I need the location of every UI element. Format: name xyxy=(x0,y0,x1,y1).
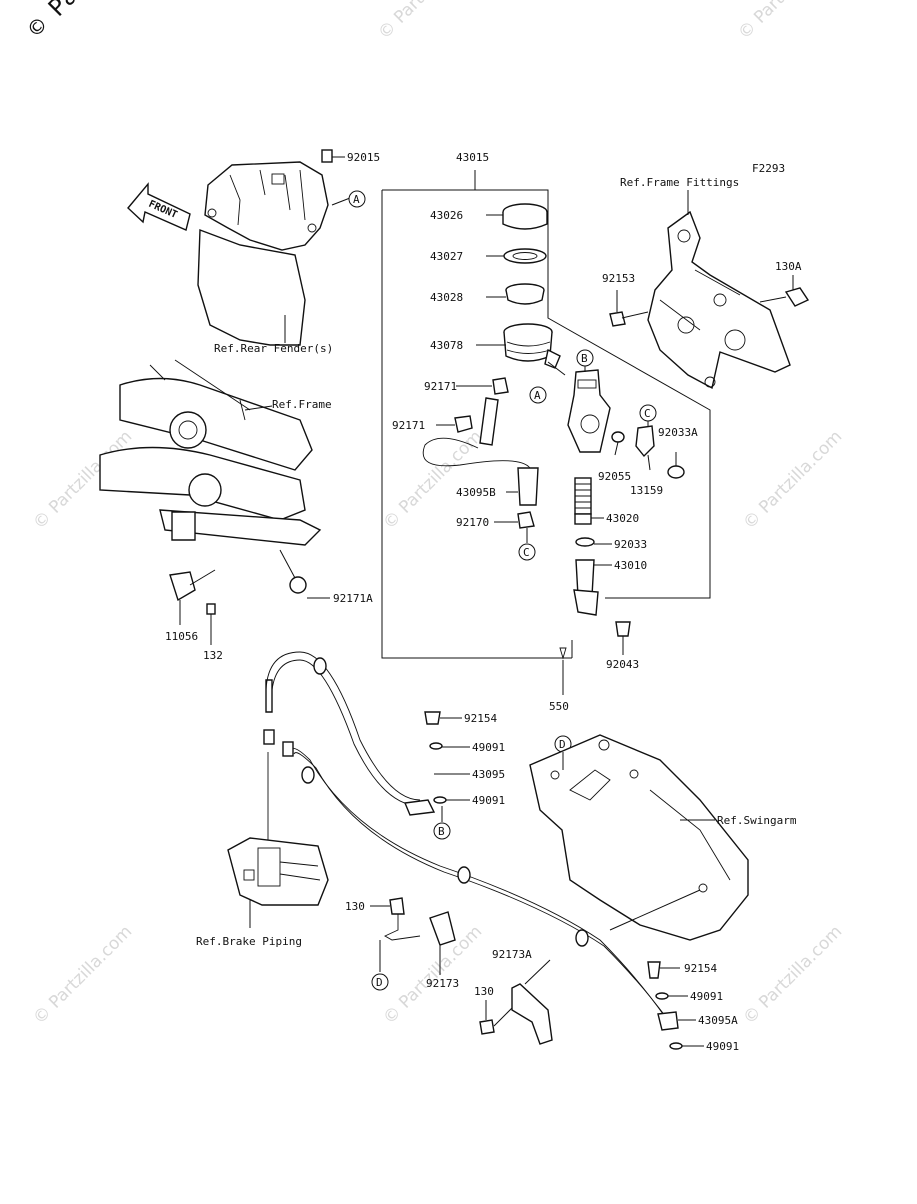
part-label-92153[interactable]: 92153 xyxy=(602,272,635,285)
callout-b[interactable]: B xyxy=(581,352,588,365)
part-label-43078[interactable]: 43078 xyxy=(430,339,463,352)
corner-watermark: © Pa xyxy=(22,0,83,42)
assembly-box xyxy=(381,170,711,659)
rear-fender-drawing xyxy=(197,149,351,346)
part-label-130-bottom[interactable]: 130 xyxy=(474,985,494,998)
ref-frame[interactable]: Ref.Frame xyxy=(272,398,332,411)
part-label-49091-4[interactable]: 49091 xyxy=(706,1040,739,1053)
watermark: © Partzilla.com xyxy=(379,922,486,1029)
callout-d[interactable]: D xyxy=(376,976,383,989)
front-arrow-icon: FRONT xyxy=(127,182,191,231)
swingarm-drawing xyxy=(529,734,749,941)
part-label-43028[interactable]: 43028 xyxy=(430,291,463,304)
part-label-43020[interactable]: 43020 xyxy=(606,512,639,525)
part-label-92055[interactable]: 92055 xyxy=(598,470,631,483)
reservoir-hose xyxy=(422,377,539,543)
part-label-132[interactable]: 132 xyxy=(203,649,223,662)
part-label-92171-mid[interactable]: 92171 xyxy=(392,419,425,432)
part-label-49091-2[interactable]: 49091 xyxy=(472,794,505,807)
part-label-49091-3[interactable]: 49091 xyxy=(690,990,723,1003)
brake-piping-drawing xyxy=(227,651,675,1029)
part-label-43010[interactable]: 43010 xyxy=(614,559,647,572)
part-label-130-left[interactable]: 130 xyxy=(345,900,365,913)
callout-c[interactable]: C xyxy=(523,546,530,559)
frame-fittings-drawing xyxy=(609,190,810,390)
ref-swingarm[interactable]: Ref.Swingarm xyxy=(717,814,797,827)
watermark: © Partzilla.com xyxy=(739,922,846,1029)
part-label-92173A[interactable]: 92173A xyxy=(492,948,532,961)
ref-brake-piping[interactable]: Ref.Brake Piping xyxy=(196,935,302,948)
watermark: © Partzilla.com xyxy=(374,0,481,44)
callout-c[interactable]: C xyxy=(644,407,651,420)
part-label-92033[interactable]: 92033 xyxy=(614,538,647,551)
watermark: © Partzilla.com xyxy=(29,922,136,1029)
part-label-92043[interactable]: 92043 xyxy=(606,658,639,671)
part-label-92033A[interactable]: 92033A xyxy=(658,426,698,439)
part-label-92170[interactable]: 92170 xyxy=(456,516,489,529)
master-cylinder xyxy=(559,366,685,695)
part-label-92154-bottom[interactable]: 92154 xyxy=(684,962,717,975)
part-label-92173[interactable]: 92173 xyxy=(426,977,459,990)
part-label-92015[interactable]: 92015 xyxy=(347,151,380,164)
part-label-43095B[interactable]: 43095B xyxy=(456,486,496,499)
ref-frame-fittings[interactable]: Ref.Frame Fittings xyxy=(620,176,739,189)
part-label-49091-1[interactable]: 49091 xyxy=(472,741,505,754)
callout-b[interactable]: B xyxy=(438,825,445,838)
callout-d[interactable]: D xyxy=(559,738,566,751)
callout-a[interactable]: A xyxy=(534,389,541,402)
lower-fittings xyxy=(479,959,704,1050)
part-label-43026[interactable]: 43026 xyxy=(430,209,463,222)
diagram-code: F2293 xyxy=(752,162,785,175)
callout-a[interactable]: A xyxy=(353,193,360,206)
part-label-13159[interactable]: 13159 xyxy=(630,484,663,497)
watermark: © Partzilla.com xyxy=(739,427,846,534)
watermark: © Partzilla.com xyxy=(734,0,841,44)
reservoir-parts xyxy=(476,203,566,376)
part-label-11056[interactable]: 11056 xyxy=(165,630,198,643)
assembly-label-43015[interactable]: 43015 xyxy=(456,151,489,164)
part-label-43095[interactable]: 43095 xyxy=(472,768,505,781)
part-label-92154-top[interactable]: 92154 xyxy=(464,712,497,725)
part-label-550[interactable]: 550 xyxy=(549,700,569,713)
frame-drawing xyxy=(99,359,330,645)
part-label-92171A[interactable]: 92171A xyxy=(333,592,373,605)
callout-circles: A A B C C B D D xyxy=(348,190,657,991)
part-label-43095A[interactable]: 43095A xyxy=(698,1014,738,1027)
part-label-130A[interactable]: 130A xyxy=(775,260,802,273)
part-label-43027[interactable]: 43027 xyxy=(430,250,463,263)
part-label-92171-top[interactable]: 92171 xyxy=(424,380,457,393)
ref-rear-fender[interactable]: Ref.Rear Fender(s) xyxy=(214,342,333,355)
